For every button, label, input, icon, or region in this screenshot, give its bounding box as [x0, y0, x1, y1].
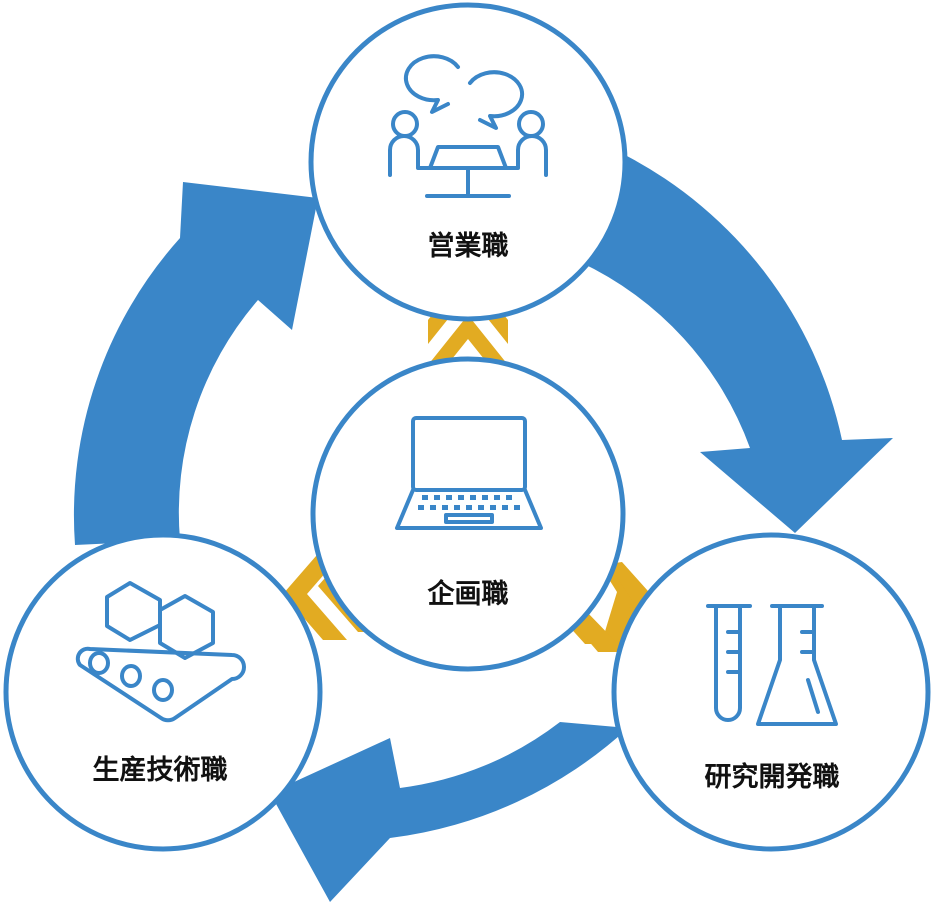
conveyor-icon: [75, 581, 246, 723]
arrow-sales-to-rnd: [580, 155, 893, 533]
sales-label: 営業職: [428, 230, 509, 262]
cycle-arrows: [73, 155, 893, 902]
sales-circle: [308, 2, 628, 322]
lab-flasks-icon: [706, 604, 838, 726]
production-label: 生産技術職: [93, 754, 228, 786]
arrow-rnd-to-production: [270, 722, 628, 902]
meeting-icon: [388, 54, 548, 198]
planning-label: 企画職: [428, 578, 509, 610]
arrow-production-to-sales: [73, 182, 318, 545]
production-circle: [3, 532, 323, 852]
laptop-icon: [395, 416, 543, 530]
rnd-label: 研究開発職: [705, 761, 840, 793]
